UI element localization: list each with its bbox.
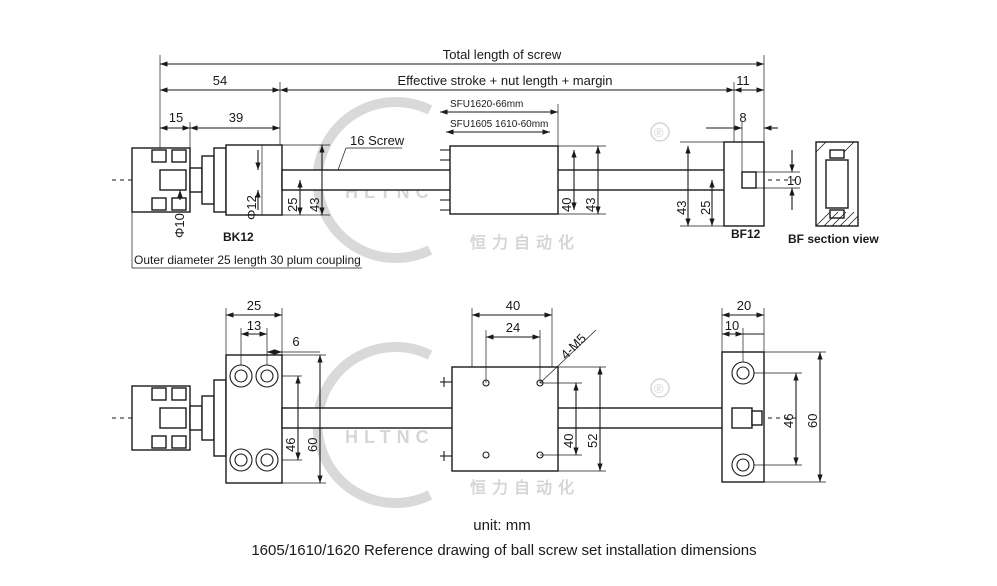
watermark-reg-top: ®	[654, 125, 664, 140]
dim-phi12: Φ12	[244, 195, 259, 220]
bottom-bk12-support	[189, 354, 283, 484]
dim-8: 8	[739, 110, 746, 125]
dim-bk-43: 43	[307, 198, 322, 212]
unit-label: unit: mm	[473, 517, 531, 534]
bottom-view: 25 13 6 46 60 40 24 4-M5 40	[112, 298, 826, 484]
dim-bf-25: 25	[698, 201, 713, 215]
label-total-length: Total length of screw	[443, 47, 562, 62]
top-ball-nut	[440, 145, 559, 215]
dim-nut-24: 24	[506, 320, 520, 335]
dim-39: 39	[229, 110, 243, 125]
dim-bk-6: 6	[292, 334, 299, 349]
watermark-cn-top: 恒力自动化	[470, 233, 580, 252]
dim-10: 10	[787, 173, 801, 188]
bottom-bf12-support	[721, 351, 765, 483]
dim-bk-25-w: 25	[247, 298, 261, 313]
top-coupling	[131, 147, 191, 213]
dim-nut-40: 40	[559, 198, 574, 212]
label-bf12: BF12	[731, 227, 761, 241]
dim-bf-43: 43	[674, 201, 689, 215]
dim-11: 11	[736, 73, 750, 88]
watermark-cn-bottom: 恒力自动化	[470, 478, 580, 497]
label-coupling: Outer diameter 25 length 30 plum couplin…	[134, 253, 361, 267]
dim-bf-10: 10	[725, 318, 739, 333]
dim-nut-40-h: 40	[561, 434, 576, 448]
label-bf-section: BF section view	[788, 232, 879, 246]
dim-bf-46: 46	[781, 414, 796, 428]
label-4-m5: 4-M5	[558, 331, 590, 363]
bf-section-view	[815, 141, 859, 227]
dim-bf-20: 20	[737, 298, 751, 313]
top-view: Total length of screw 54 Effective strok…	[112, 47, 879, 269]
watermark-reg-bottom: ®	[654, 381, 664, 396]
dim-phi10: Φ10	[172, 213, 187, 238]
label-sfu1620: SFU1620-66mm	[450, 99, 523, 110]
label-16-screw: 16 Screw	[350, 133, 405, 148]
dim-54: 54	[213, 73, 227, 88]
dim-bk-25: 25	[285, 198, 300, 212]
dim-bf-60: 60	[805, 414, 820, 428]
dim-nut-40-w: 40	[506, 298, 520, 313]
dim-nut-43: 43	[583, 198, 598, 212]
dim-nut-52: 52	[585, 434, 600, 448]
label-bk12: BK12	[223, 230, 254, 244]
label-effective-stroke: Effective stroke + nut length + margin	[397, 73, 612, 88]
dim-bk-46: 46	[283, 438, 298, 452]
top-bk12-support	[189, 144, 283, 216]
drawing-caption: 1605/1610/1620 Reference drawing of ball…	[251, 542, 756, 559]
label-sfu1605: SFU1605 1610-60mm	[450, 119, 548, 130]
bottom-ball-nut	[440, 366, 559, 472]
top-bf12-support	[723, 141, 765, 227]
dim-bk-13: 13	[247, 318, 261, 333]
dim-bk-60: 60	[305, 438, 320, 452]
bottom-coupling	[131, 385, 191, 451]
watermark-brand-bottom: HLTNC	[345, 427, 435, 447]
dim-15: 15	[169, 110, 183, 125]
